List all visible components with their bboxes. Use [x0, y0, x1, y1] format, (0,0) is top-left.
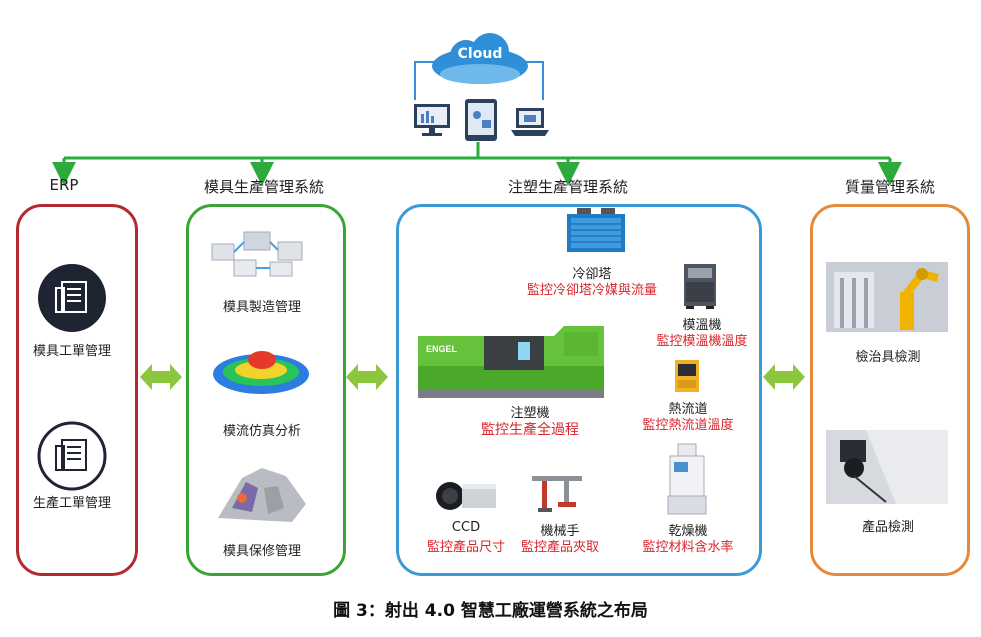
dryer-name: 乾燥機 — [668, 524, 708, 539]
robot-arm-image — [528, 470, 586, 514]
work-order-icon — [36, 262, 108, 334]
double-arrow-erp-mold — [140, 364, 182, 390]
erp-item-production-work-order: 生產工單管理 — [32, 496, 112, 511]
mold-manufacturing-image — [204, 222, 322, 282]
robot-desc: 監控產品夾取 — [520, 540, 600, 555]
ccd-desc: 監控產品尺寸 — [426, 540, 506, 555]
double-arrow-injection-quality — [763, 364, 805, 390]
quality-item-product-inspection: 產品檢測 — [861, 520, 915, 535]
mold-temp-desc: 監控模溫機溫度 — [656, 334, 748, 349]
mold-panel-title: 模具生產管理系統 — [203, 178, 325, 196]
injection-machine-image: ENGEL — [414, 306, 610, 404]
cooling-tower-image — [563, 206, 629, 256]
production-order-icon — [36, 420, 108, 492]
hot-runner-controller-image — [672, 358, 702, 394]
mold-item-maintenance: 模具保修管理 — [222, 544, 302, 559]
ccd-name: CCD — [451, 520, 481, 535]
cooling-tower-desc: 監控冷卻塔冷媒與流量 — [526, 283, 658, 298]
figure-caption: 圖 3：射出 4.0 智慧工廠運營系統之布局 — [333, 601, 648, 621]
mold-item-manufacturing: 模具製造管理 — [222, 300, 302, 315]
dryer-image — [662, 442, 712, 518]
double-arrow-mold-injection — [346, 364, 388, 390]
desktop-monitor-icon — [412, 102, 452, 140]
injection-machine-desc: 監控生產全過程 — [481, 422, 579, 438]
cloud-label: Cloud — [457, 46, 503, 62]
fixture-inspection-image — [826, 262, 948, 332]
ccd-camera-image — [434, 478, 500, 514]
injection-machine-name: 注塑機 — [510, 406, 550, 421]
mold-flow-simulation-image — [206, 340, 316, 400]
hot-runner-desc: 監控熱流道溫度 — [642, 418, 734, 433]
tablet-icon — [464, 98, 498, 142]
robot-name: 機械手 — [540, 524, 580, 539]
laptop-icon — [510, 106, 550, 140]
injection-panel-title: 注塑生產管理系統 — [507, 178, 629, 196]
quality-panel-title: 質量管理系統 — [844, 178, 936, 196]
dryer-desc: 監控材料含水率 — [642, 540, 734, 555]
cooling-tower-name: 冷卻塔 — [572, 267, 612, 282]
erp-panel — [16, 204, 138, 576]
mold-maintenance-image — [212, 458, 312, 528]
mold-item-flow-simulation: 模流仿真分析 — [222, 424, 302, 439]
engel-brand-text: ENGEL — [426, 344, 458, 354]
mold-temperature-unit-image — [680, 262, 720, 310]
erp-panel-title: ERP — [49, 176, 79, 194]
mold-temp-name: 模溫機 — [682, 318, 722, 333]
hot-runner-name: 熱流道 — [668, 402, 708, 417]
erp-item-mold-work-order: 模具工單管理 — [32, 344, 112, 359]
cloud-icon: Cloud — [428, 32, 532, 88]
product-inspection-image — [826, 430, 948, 504]
quality-item-fixture-inspection: 檢治具檢測 — [855, 350, 921, 365]
